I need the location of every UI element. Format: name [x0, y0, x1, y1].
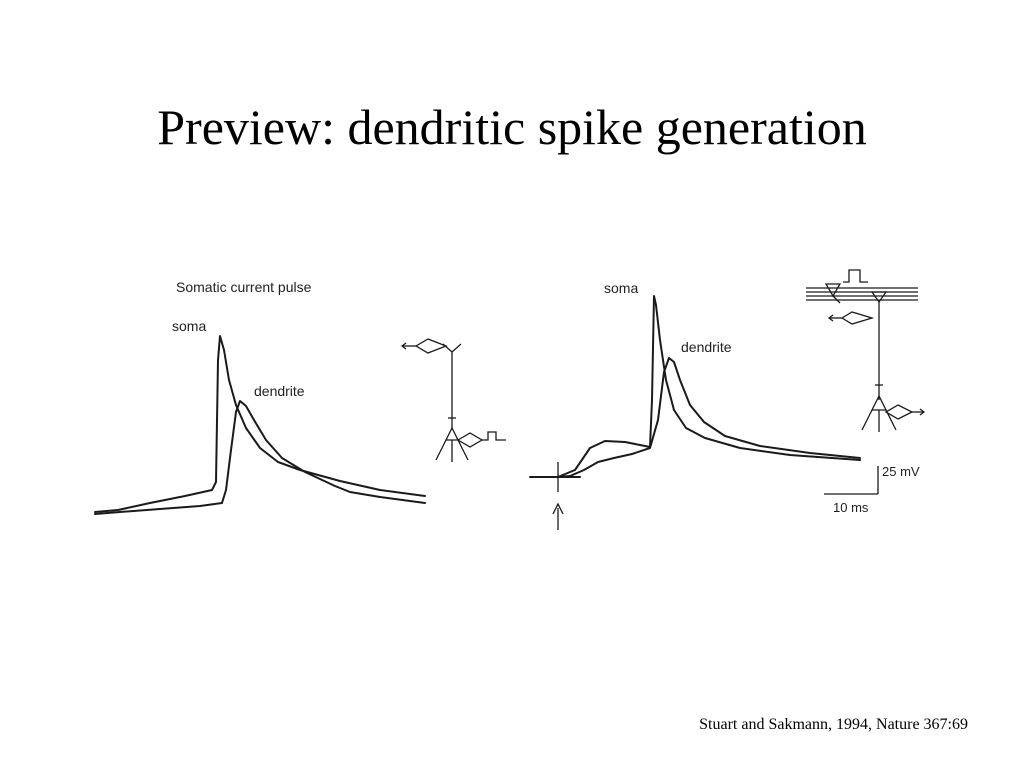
scale-bar — [824, 466, 879, 495]
scalebar-time-label: 10 ms — [833, 500, 869, 515]
right-dendrite-label: dendrite — [681, 339, 732, 355]
left-header-label: Somatic current pulse — [176, 279, 312, 295]
right-soma-trace — [557, 295, 861, 478]
right-neuron-schematic — [806, 269, 926, 432]
left-soma-label: soma — [172, 318, 206, 334]
stimulus-marker — [529, 462, 581, 530]
scalebar-voltage-label: 25 mV — [882, 464, 920, 479]
left-soma-trace — [94, 335, 426, 513]
left-dendrite-trace — [94, 400, 426, 515]
left-neuron-schematic — [400, 338, 506, 462]
slide-title: Preview: dendritic spike generation — [157, 99, 867, 155]
left-dendrite-label: dendrite — [254, 383, 305, 399]
citation: Stuart and Sakmann, 1994, Nature 367:69 — [699, 716, 968, 733]
right-soma-label: soma — [604, 280, 638, 296]
right-dendrite-trace — [557, 357, 861, 478]
